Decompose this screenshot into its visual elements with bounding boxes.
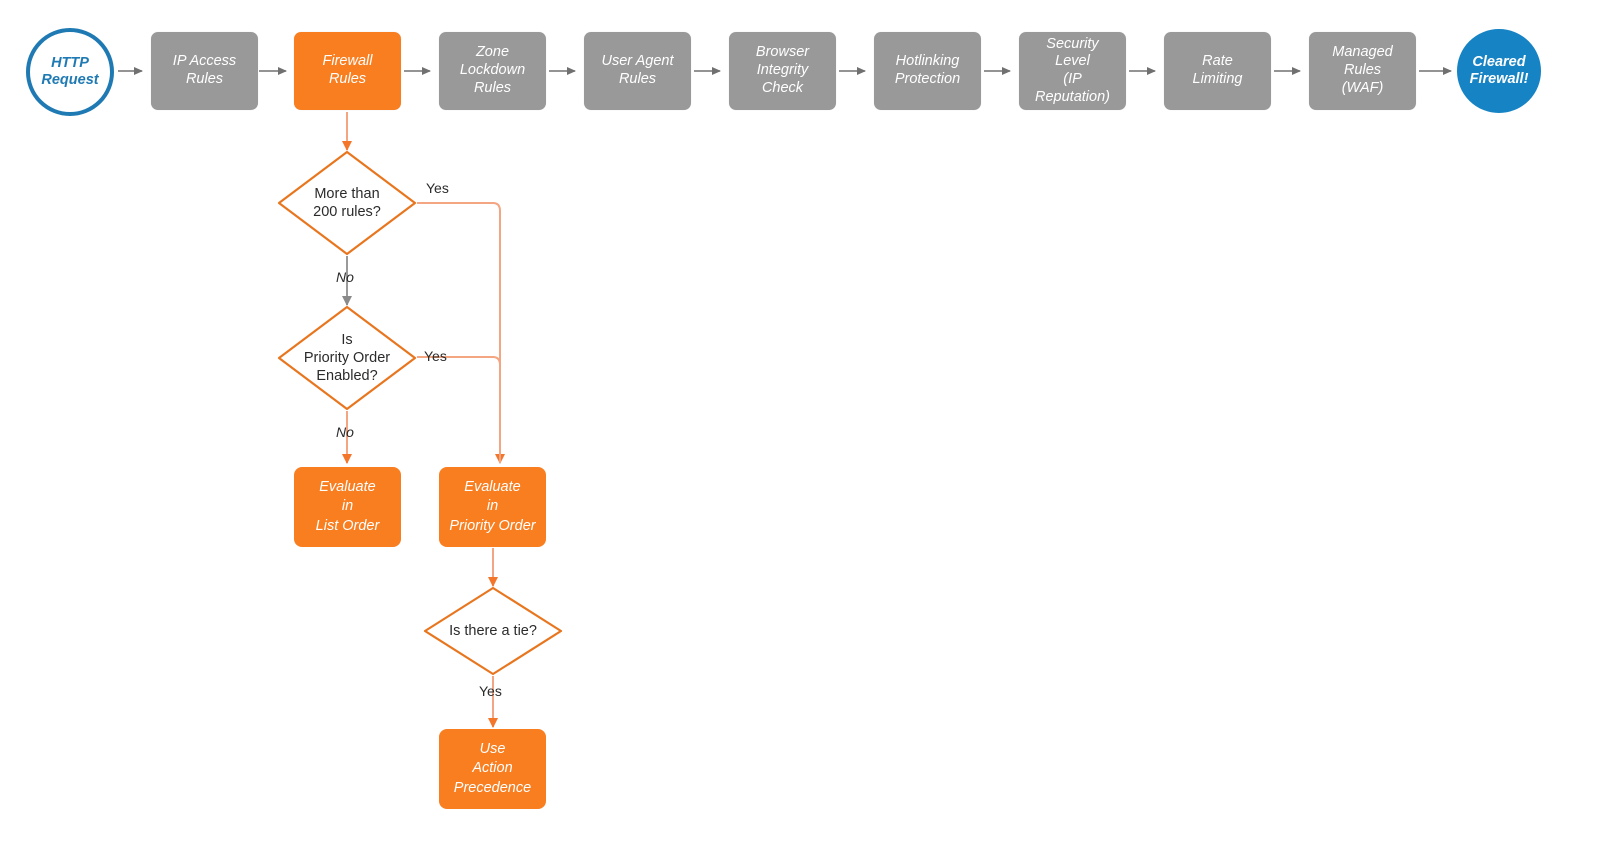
edge-d2-yes-to-priority-order: [417, 356, 501, 463]
node-security-level[interactable]: Security Level (IP Reputation): [1019, 32, 1126, 110]
node-evaluate-priority-order-label: Evaluate in Priority Order: [449, 479, 536, 534]
node-http-request-label: HTTP Request: [41, 54, 99, 88]
diamond-shape-icon: [423, 586, 563, 676]
node-zone-lockdown-rules[interactable]: Zone Lockdown Rules: [439, 32, 546, 110]
node-managed-rules-waf-label: Managed Rules (WAF): [1332, 44, 1393, 96]
node-use-action-precedence-label: Use Action Precedence: [453, 741, 532, 796]
node-user-agent-rules-label: User Agent Rules: [601, 53, 674, 87]
node-cleared-firewall[interactable]: Cleared Firewall!: [1457, 29, 1541, 113]
edge-label-d2-yes: Yes: [424, 348, 447, 364]
node-rate-limiting-label: Rate Limiting: [1192, 53, 1243, 87]
diamond-shape-icon: [277, 305, 417, 411]
edge-d1-yes-to-priority-order: [417, 202, 505, 464]
node-hotlinking-protection[interactable]: Hotlinking Protection: [874, 32, 981, 110]
node-ip-access-rules-label: IP Access Rules: [172, 53, 237, 87]
node-cleared-firewall-label: Cleared Firewall!: [1469, 53, 1529, 87]
node-hotlinking-protection-label: Hotlinking Protection: [894, 53, 961, 87]
node-is-there-a-tie[interactable]: Is there a tie?: [423, 586, 563, 676]
node-evaluate-priority-order[interactable]: Evaluate in Priority Order: [439, 467, 546, 547]
node-evaluate-list-order[interactable]: Evaluate in List Order: [294, 467, 401, 547]
node-is-priority-order-enabled[interactable]: Is Priority Order Enabled?: [277, 305, 417, 411]
node-user-agent-rules[interactable]: User Agent Rules: [584, 32, 691, 110]
node-browser-integrity-check[interactable]: Browser Integrity Check: [729, 32, 836, 110]
edge-label-d1-yes: Yes: [426, 180, 449, 196]
node-security-level-label: Security Level (IP Reputation): [1035, 35, 1110, 105]
edge-label-d1-no: No: [336, 269, 354, 285]
node-firewall-rules-label: Firewall Rules: [322, 53, 373, 87]
node-zone-lockdown-rules-label: Zone Lockdown Rules: [459, 44, 526, 96]
node-more-than-200-rules[interactable]: More than 200 rules?: [277, 150, 417, 256]
node-firewall-rules[interactable]: Firewall Rules: [294, 32, 401, 110]
node-use-action-precedence[interactable]: Use Action Precedence: [439, 729, 546, 809]
node-http-request[interactable]: HTTP Request: [26, 28, 114, 116]
edge-label-d3-yes: Yes: [479, 683, 502, 699]
node-managed-rules-waf[interactable]: Managed Rules (WAF): [1309, 32, 1416, 110]
node-ip-access-rules[interactable]: IP Access Rules: [151, 32, 258, 110]
diamond-shape-icon: [277, 150, 417, 256]
node-evaluate-list-order-label: Evaluate in List Order: [315, 479, 380, 534]
node-rate-limiting[interactable]: Rate Limiting: [1164, 32, 1271, 110]
node-browser-integrity-check-label: Browser Integrity Check: [755, 44, 810, 96]
edge-label-d2-no: No: [336, 424, 354, 440]
